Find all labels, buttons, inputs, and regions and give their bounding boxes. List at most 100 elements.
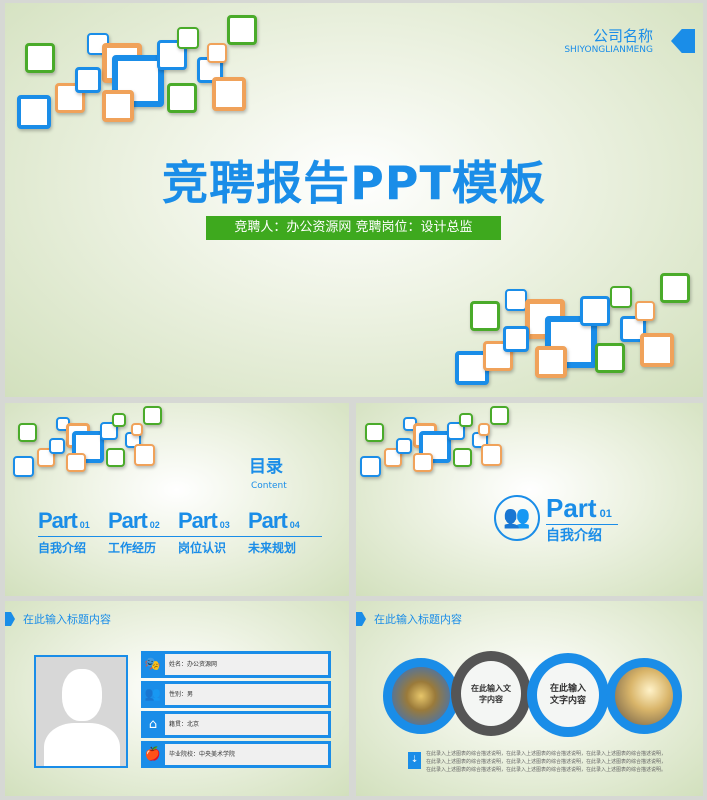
decorative-square: [212, 77, 246, 111]
info-field-text: 姓名：办公资源网: [165, 654, 328, 675]
cover-slide[interactable]: 公司名称 SHIYONGLIANMENG 竞聘报告PPT模板 竞聘人：办公资源网…: [5, 3, 703, 397]
info-field[interactable]: 🍎毕业院校：中央美术学院: [141, 741, 331, 768]
decorative-square: [102, 90, 134, 122]
decorative-square: [477, 423, 491, 436]
slide-header: 在此输入标题内容: [356, 611, 462, 627]
decorative-square: [490, 406, 509, 425]
decorative-square: [459, 413, 473, 428]
header-flag-icon: [5, 612, 15, 626]
header-text: 在此输入标题内容: [374, 613, 462, 626]
decorative-square: [17, 423, 37, 442]
part-num: 01: [79, 520, 90, 530]
decorative-square: [112, 413, 126, 428]
decorative-square: [480, 444, 502, 466]
decorative-square: [364, 423, 384, 442]
part-num: 04: [289, 520, 300, 530]
body-text: 在此录入上述图表的综合描述说明，在此录入上述图表的综合描述说明，在此录入上述图表…: [426, 751, 667, 773]
download-icon: ⇣: [408, 752, 421, 769]
part-desc: 工作经历: [108, 541, 157, 555]
header-flag-icon: [356, 612, 366, 626]
circle-text-1: 在此输入文字内容: [471, 683, 511, 704]
info-field-text: 籍贯：北京: [165, 714, 328, 735]
decorative-square: [640, 333, 674, 367]
decorative-square: [610, 286, 632, 308]
decorative-square: [106, 448, 125, 467]
slide-header: 在此输入标题内容: [5, 611, 111, 627]
decorative-squares: [360, 406, 520, 486]
info-field-text: 性别：男: [165, 684, 328, 705]
company-name: 公司名称: [592, 27, 653, 45]
decorative-square: [535, 346, 567, 378]
toc-title: 目录: [249, 457, 283, 477]
circles-slide[interactable]: 在此输入标题内容 在此输入文字内容 在此输入文字内容 ⇣ 在此录入上述图表的综合…: [356, 601, 703, 796]
decorative-square: [635, 301, 655, 321]
decorative-square: [17, 95, 51, 129]
decorative-squares-bottom: [445, 271, 695, 391]
masks-icon: 🎭: [144, 657, 162, 672]
home-icon: ⌂: [148, 717, 158, 732]
toc-divider: [38, 536, 322, 537]
part-desc: 岗位认识: [178, 541, 227, 555]
image-circle-2: [606, 658, 682, 734]
decorative-square: [453, 448, 472, 467]
part-label: Part: [38, 508, 78, 533]
profile-photo[interactable]: [34, 655, 128, 768]
users-icon: 👥: [494, 495, 540, 541]
text-circle-1: 在此输入文字内容: [451, 651, 531, 736]
part-num: 03: [219, 520, 230, 530]
info-field[interactable]: ⌂ 籍贯：北京: [141, 711, 331, 738]
section-divider: [546, 524, 618, 525]
company-en: SHIYONGLIANMENG: [564, 45, 653, 55]
cover-subtitle: 竞聘人：办公资源网 竞聘岗位：设计总监: [206, 216, 501, 240]
decorative-square: [143, 406, 162, 425]
info-field[interactable]: 👥性别：男: [141, 681, 331, 708]
company-arrow-icon: [671, 29, 695, 53]
users-icon: 👥: [144, 687, 162, 702]
part-desc: 自我介绍: [38, 541, 87, 555]
decorative-square: [360, 455, 382, 477]
decorative-square: [503, 326, 529, 352]
decorative-square: [167, 83, 197, 113]
decorative-square: [65, 452, 86, 473]
part-num: 02: [149, 520, 160, 530]
company-block: 公司名称 SHIYONGLIANMENG: [564, 27, 653, 56]
decorative-square: [13, 455, 35, 477]
decorative-square: [470, 301, 500, 331]
decorative-square: [227, 15, 257, 45]
decorative-square: [412, 452, 433, 473]
circle-text-2: 在此输入文字内容: [549, 684, 586, 706]
school-icon: 🍎: [144, 747, 162, 762]
part-desc: 未来规划: [248, 541, 297, 555]
profile-slide[interactable]: 在此输入标题内容 🎭姓名：办公资源网👥性别：男⌂籍贯：北京🍎毕业院校：中央美术学…: [5, 601, 349, 796]
text-circle-2: 在此输入文字内容: [527, 653, 609, 737]
avatar-head-icon: [62, 669, 102, 721]
decorative-square: [177, 27, 199, 49]
decorative-square: [660, 273, 690, 303]
decorative-squares: [13, 406, 173, 486]
decorative-square: [75, 67, 101, 93]
decorative-square: [25, 43, 55, 73]
section-part-label: Part: [546, 493, 597, 523]
part-label: Part: [178, 508, 218, 533]
avatar-body-icon: [44, 723, 120, 766]
decorative-squares-top: [17, 15, 267, 135]
image-circle-1: [383, 658, 459, 734]
decorative-square: [133, 444, 155, 466]
decorative-square: [207, 43, 227, 63]
decorative-square: [580, 296, 610, 326]
section-part-num: 01: [599, 508, 612, 520]
decorative-square: [130, 423, 144, 436]
toc-subtitle: Content: [251, 481, 287, 491]
decorative-square: [505, 289, 527, 311]
decorative-square: [55, 83, 85, 113]
decorative-square: [595, 343, 625, 373]
decorative-square: [395, 438, 413, 455]
info-field[interactable]: 🎭姓名：办公资源网: [141, 651, 331, 678]
